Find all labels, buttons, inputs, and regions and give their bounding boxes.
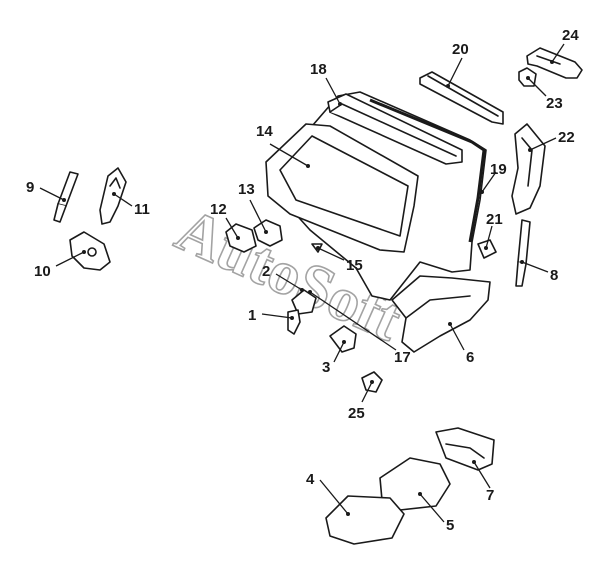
part-10-latch	[69, 231, 111, 271]
callout-9: 9	[26, 179, 34, 196]
callout-22: 22	[558, 129, 575, 146]
callout-10: 10	[34, 263, 51, 280]
callout-14: 14	[256, 123, 273, 140]
part-11-hinge-bracket	[99, 167, 127, 225]
part-4-rear-lamp	[325, 495, 405, 545]
callout-labels: 1 2 3 4 5 6 7 8 9 10 11 12 13 14 15 17 1…	[26, 27, 579, 534]
callout-2: 2	[262, 263, 270, 280]
callout-3: 3	[322, 359, 330, 376]
callout-23: 23	[546, 95, 563, 112]
callout-17: 17	[394, 349, 411, 366]
callout-25: 25	[348, 405, 365, 422]
part-1-key	[287, 309, 301, 335]
callout-1: 1	[248, 307, 256, 324]
callout-12: 12	[210, 201, 227, 218]
part-20-roof-strip	[419, 71, 504, 125]
callout-20: 20	[452, 41, 469, 58]
callout-11: 11	[134, 201, 150, 218]
callout-5: 5	[446, 517, 454, 534]
callout-15: 15	[346, 257, 363, 274]
callout-18: 18	[310, 61, 327, 78]
part-24-handle	[526, 47, 583, 79]
callout-7: 7	[486, 487, 494, 504]
callout-24: 24	[562, 27, 579, 44]
callout-19: 19	[490, 161, 507, 178]
leader-lines	[39, 43, 565, 523]
part-8-gas-strut	[515, 219, 531, 287]
part-22-pillar-trim	[511, 123, 546, 215]
part-7-lamp-bracket	[435, 427, 495, 471]
callout-4: 4	[306, 471, 315, 488]
part-14-rear-window	[265, 123, 419, 253]
callout-6: 6	[466, 349, 474, 366]
callout-21: 21	[486, 211, 503, 228]
callout-13: 13	[238, 181, 255, 198]
part-13-lock-bracket	[253, 219, 283, 247]
callout-8: 8	[550, 267, 558, 284]
part-9-left-strut	[53, 171, 79, 223]
part-6-lower-panel	[391, 275, 491, 353]
